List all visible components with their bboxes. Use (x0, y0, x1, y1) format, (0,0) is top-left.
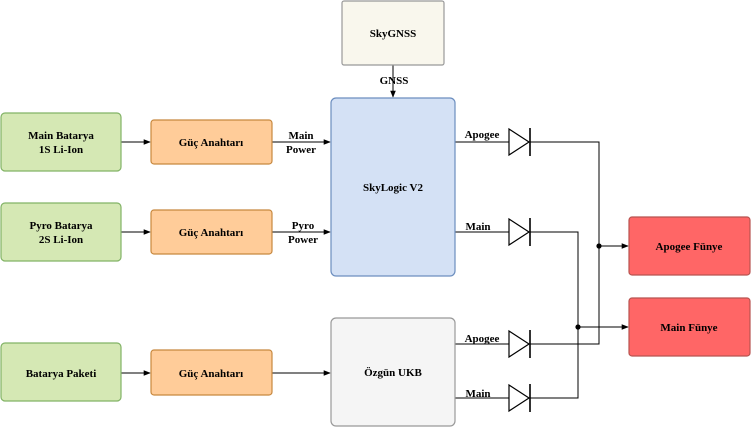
apogee-bus-skylogic (530, 141, 600, 246)
main-bus-ukb (530, 327, 579, 399)
skylogic-label: SkyLogic V2 (363, 182, 424, 194)
power-switch-3-label: Güç Anahtarı (179, 368, 243, 380)
label-line: Pyro Batarya (29, 220, 93, 232)
battery-pack-label: Batarya Paketi (26, 368, 97, 380)
ukb-label: Özgün UKB (364, 366, 422, 379)
diode-icon (508, 127, 531, 157)
label-line: Main (465, 221, 490, 233)
skylogic-block (330, 97, 456, 277)
label-line: Main (465, 388, 490, 400)
label-line: 2S Li-Ion (39, 234, 83, 246)
power-switch-1-label: Güç Anahtarı (179, 137, 243, 149)
apogee-junction-dot (596, 243, 602, 249)
gnss-label: GNSS (380, 75, 409, 87)
main-igniter-block (628, 297, 751, 357)
power-switch-1-block (150, 119, 273, 165)
label-line: Power (286, 144, 316, 156)
label-line: Apogee Fünye (656, 241, 723, 253)
label-line: Main Fünye (660, 322, 717, 334)
pyro-battery-label: Pyro Batarya 2S Li-Ion (29, 220, 93, 246)
label-line: 1S Li-Ion (39, 144, 83, 156)
apogee-igniter-block (628, 216, 751, 276)
pyro-battery-block (0, 202, 122, 262)
apogee-igniter-label: Apogee Fünye (656, 241, 723, 253)
main-junction-dot (575, 324, 581, 330)
label-line: Main (288, 130, 313, 142)
label-line: Özgün UKB (364, 366, 422, 379)
skylogic-main-label: Main (465, 221, 490, 233)
main-battery-block (0, 112, 122, 172)
power-switch-3-block (150, 349, 273, 396)
ukb-apogee-label: Apogee (465, 333, 500, 345)
label-line: Apogee (465, 333, 500, 345)
ukb-block (330, 317, 456, 427)
connectors (121, 65, 629, 399)
main-igniter-label: Main Fünye (660, 322, 717, 334)
label-line: Power (288, 234, 318, 246)
label-line: GNSS (380, 75, 409, 87)
label-line: Main Batarya (28, 130, 94, 142)
label-line: Güç Anahtarı (179, 368, 243, 380)
diode-icon (508, 329, 531, 359)
main-battery-label: Main Batarya 1S Li-Ion (28, 130, 94, 156)
skygnss-label: SkyGNSS (370, 28, 416, 40)
label-line: Apogee (465, 129, 500, 141)
power-switch-2-block (150, 209, 273, 255)
diode-icon (508, 217, 531, 247)
label-line: Güç Anahtarı (179, 227, 243, 239)
ukb-main-label: Main (465, 388, 490, 400)
main-bus-skylogic (530, 231, 579, 327)
skygnss-block (341, 0, 445, 66)
label-line: Pyro (292, 220, 315, 232)
label-line: Batarya Paketi (26, 368, 97, 380)
diode-icon (508, 383, 531, 413)
skylogic-apogee-label: Apogee (465, 129, 500, 141)
power-switch-2-label: Güç Anahtarı (179, 227, 243, 239)
label-line: Güç Anahtarı (179, 137, 243, 149)
label-line: SkyLogic V2 (363, 182, 424, 194)
apogee-bus-ukb (530, 246, 600, 345)
battery-pack-block (0, 342, 122, 402)
label-line: SkyGNSS (370, 28, 416, 40)
